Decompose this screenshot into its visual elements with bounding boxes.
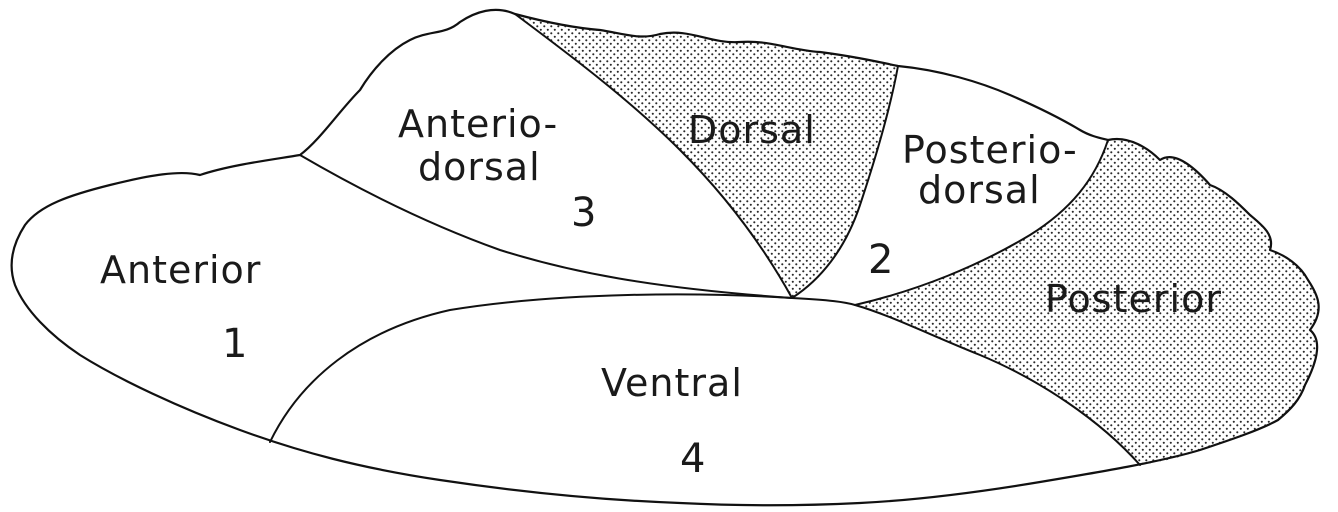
posteriodorsal-number: 2 (868, 237, 893, 283)
posterior-label: Posterior (1045, 277, 1222, 321)
posteriodorsal-label-line2: dorsal (918, 168, 1041, 212)
ventral-label: Ventral (601, 361, 743, 405)
anteriodorsal-label-line2: dorsal (418, 145, 541, 189)
anterior-label: Anterior (100, 248, 261, 292)
anteriodorsal-number: 3 (571, 190, 596, 236)
anteriodorsal-label-line1: Anterio- (398, 102, 558, 146)
dorsal-label: Dorsal (688, 108, 816, 152)
posteriodorsal-label-line1: Posterio- (902, 128, 1078, 172)
ventral-number: 4 (680, 436, 705, 482)
anterior-number: 1 (222, 321, 247, 367)
